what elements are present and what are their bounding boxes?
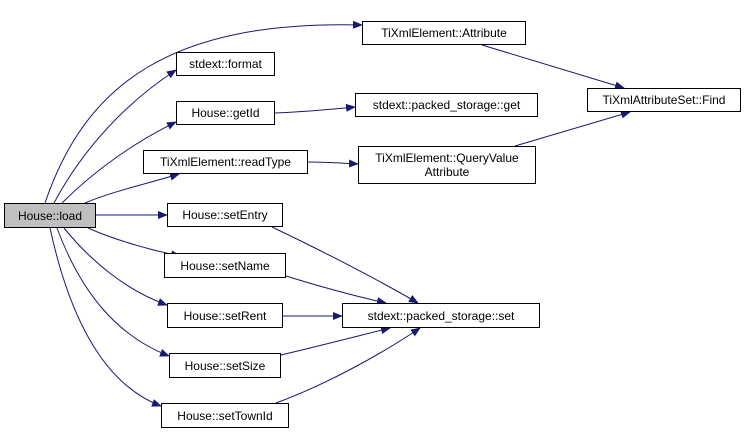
node-label: House::setEntry [182,208,268,222]
node-label: stdext::packed_storage::get [372,98,521,112]
node-label: TiXmlElement::Attribute [381,26,507,40]
node-label: House::getId [191,106,260,120]
node-label: House::setTownId [177,408,273,423]
node-label: stdext::format [189,57,262,71]
edge-load-to-readtype [84,172,180,204]
node-house-load[interactable]: House::load [4,203,96,228]
node-house-getid[interactable]: House::getId [176,101,275,125]
node-label: TiXmlElement::readType [160,155,291,169]
node-label: House::setRent [183,308,267,323]
node-tixmlattributeset-find[interactable]: TiXmlAttributeSet::Find [587,88,741,112]
edge-load-to-setrent [63,227,168,306]
node-label-line1: TiXmlElement::QueryValue [375,151,519,165]
edge-load-to-format [53,69,177,204]
node-tixmlelement-attribute[interactable]: TiXmlElement::Attribute [362,21,526,45]
node-packed-storage-get[interactable]: stdext::packed_storage::get [355,93,538,117]
edge-load-to-attribute [44,20,363,204]
edge-setsize-to-psset [280,326,391,356]
node-house-setentry[interactable]: House::setEntry [167,203,283,227]
edge-load-to-getid [61,121,177,204]
node-packed-storage-set[interactable]: stdext::packed_storage::set [342,303,540,328]
edge-load-to-setname [87,227,181,259]
edge-query-to-find [514,110,631,147]
node-label: TiXmlAttributeSet::Find [602,93,726,107]
node-house-setname[interactable]: House::setName [164,253,286,278]
edge-setentry-to-psset [271,226,419,304]
edge-readtype-to-query [307,159,359,168]
node-house-setrent[interactable]: House::setRent [167,303,283,328]
edge-settownid-to-psset [275,327,421,404]
node-house-settownid[interactable]: House::setTownId [161,403,289,428]
edge-setname-to-psset [285,275,387,305]
node-label: House::setSize [184,358,266,373]
node-stdext-format[interactable]: stdext::format [176,52,275,76]
node-tixmlelement-queryvalueattribute[interactable]: TiXmlElement::QueryValue Attribute [358,146,536,184]
node-label-line2: Attribute [424,165,470,179]
node-house-setsize[interactable]: House::setSize [169,353,281,378]
edge-attribute-to-find [481,44,625,90]
node-label: stdext::packed_storage::set [367,308,515,323]
edge-getid-to-psget [274,103,356,114]
edge-load-to-setsize [56,227,170,357]
node-tixmlelement-readtype[interactable]: TiXmlElement::readType [143,150,308,174]
edge-load-to-settownid [49,227,162,407]
node-label: House::setName [180,258,270,273]
node-label: House::load [17,208,83,223]
